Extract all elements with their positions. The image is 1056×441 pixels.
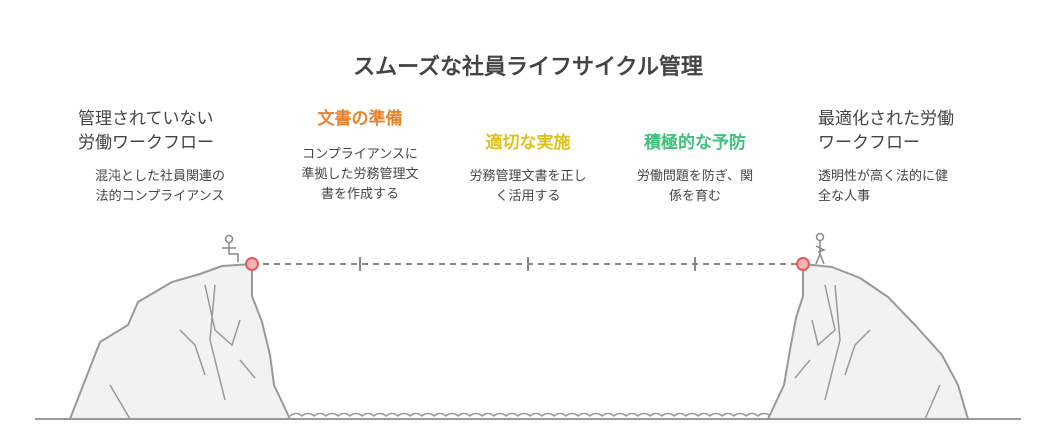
diagram-title: スムーズな社員ライフサイクル管理	[353, 55, 703, 80]
step-proper-implementation: 適切な実施 労務管理文書を正しく活用する	[448, 131, 608, 207]
water-waves	[289, 412, 771, 417]
left-cliff	[69, 263, 291, 420]
step-description-line: く活用する	[495, 189, 561, 204]
start-heading-line: 労働ワークフロー	[78, 133, 214, 153]
step-description-line: 労働問題を防ぎ、関	[636, 169, 754, 184]
step-document-preparation: 文書の準備 コンプライアンスに準拠した労務管理文書を作成する	[280, 107, 440, 205]
start-description-line: 法的コンプライアンス	[95, 189, 225, 204]
end-marker	[796, 257, 810, 271]
step-description: コンプライアンスに準拠した労務管理文書を作成する	[280, 145, 440, 205]
step-heading: 積極的な予防	[644, 133, 746, 153]
step-proactive-prevention: 積極的な予防 労働問題を防ぎ、関係を育む	[615, 131, 775, 207]
step-description-line: 書を作成する	[320, 187, 399, 202]
step-description-line: 準拠した労務管理文	[301, 167, 419, 182]
start-stage: 管理されていない労働ワークフロー 混沌とした社員関連の法的コンプライアンス	[60, 107, 260, 207]
start-description-line: 混沌とした社員関連の	[94, 169, 225, 184]
start-marker	[245, 257, 259, 271]
step-heading: 文書の準備	[317, 109, 403, 129]
person-standing-icon	[815, 232, 826, 265]
left-cliff-cracks	[109, 284, 256, 420]
start-heading-line: 管理されていない	[78, 109, 214, 129]
right-cliff-cracks	[794, 284, 941, 420]
step-description-line: 係を育む	[668, 189, 721, 204]
step-heading: 適切な実施	[485, 133, 571, 153]
end-heading-line: ワークフロー	[818, 133, 920, 153]
person-sitting-icon	[222, 234, 239, 262]
step-description-line: コンプライアンスに	[302, 147, 418, 162]
right-cliff	[767, 263, 969, 420]
end-description-line: 全な人事	[818, 189, 871, 204]
end-heading-line: 最適化された労働	[818, 109, 954, 129]
step-description-line: 労務管理文書を正し	[469, 169, 587, 184]
step-description: 労働問題を防ぎ、関係を育む	[615, 167, 775, 207]
start-description: 混沌とした社員関連の法的コンプライアンス	[60, 167, 260, 207]
step-description: 労務管理文書を正しく活用する	[448, 167, 608, 207]
end-heading: 最適化された労働ワークフロー	[818, 107, 1018, 155]
end-description-line: 透明性が高く法的に健	[818, 169, 949, 184]
start-heading: 管理されていない労働ワークフロー	[60, 107, 260, 155]
end-stage: 最適化された労働ワークフロー 透明性が高く法的に健全な人事	[818, 107, 1018, 207]
end-description: 透明性が高く法的に健全な人事	[818, 167, 1018, 207]
